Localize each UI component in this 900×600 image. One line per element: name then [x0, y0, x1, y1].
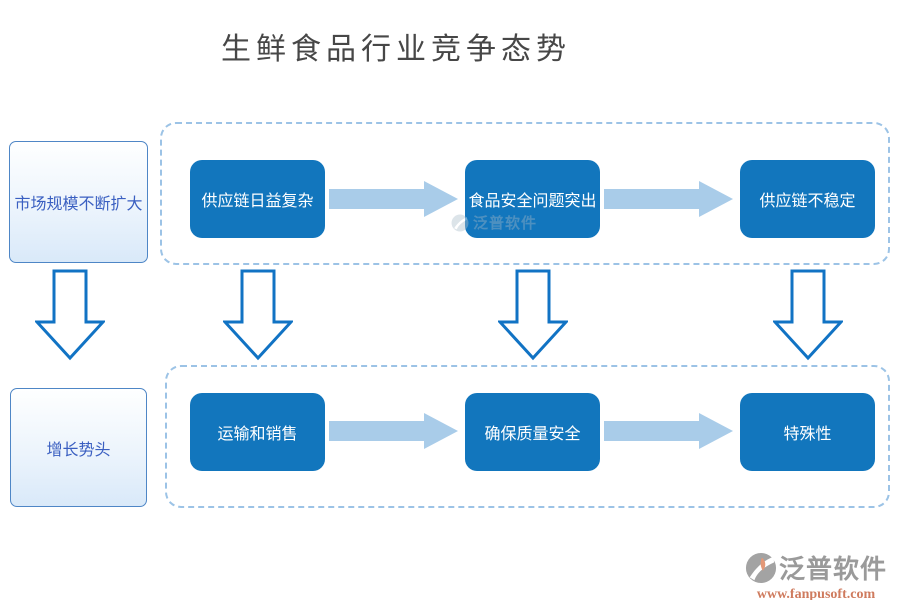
- step-box-supply-chain-complex: 供应链日益复杂: [190, 160, 325, 238]
- flow-right-arrow-icon: [329, 413, 458, 449]
- step-box-specialness: 特殊性: [740, 393, 875, 471]
- brand-url: www.fanpusoft.com: [756, 587, 876, 600]
- down-arrow-icon: [223, 269, 293, 361]
- step-box-transport-sales: 运输和销售: [190, 393, 325, 471]
- brand-name: 泛普软件: [778, 555, 887, 584]
- side-box-label: 市场规模不断扩大: [14, 196, 143, 213]
- down-arrow-icon: [773, 269, 843, 361]
- step-box-label: 确保质量安全: [484, 426, 581, 443]
- flow-right-arrow-icon: [604, 413, 733, 449]
- side-box-label: 增长势头: [46, 441, 111, 459]
- flow-right-arrow-icon: [604, 181, 733, 217]
- step-box-label: 供应链日益复杂: [201, 193, 314, 210]
- down-arrow-icon: [35, 269, 105, 361]
- step-box-ensure-quality-safety: 确保质量安全: [465, 393, 600, 471]
- flow-right-arrow-icon: [329, 181, 458, 217]
- side-box-market-expansion: 市场规模不断扩大: [9, 141, 148, 263]
- step-box-label: 供应链不稳定: [759, 193, 856, 210]
- row1-group-container: [160, 122, 890, 265]
- step-box-food-safety-issues: 食品安全问题突出: [465, 160, 600, 238]
- fanpu-logo-icon: [745, 552, 777, 583]
- step-box-label: 食品安全问题突出: [468, 193, 597, 210]
- step-box-label: 特殊性: [783, 426, 832, 443]
- side-box-growth-momentum: 增长势头: [10, 388, 147, 507]
- diagram-title: 生鲜食品行业竞争态势: [221, 33, 571, 66]
- footer-brand-block: 泛普软件 www.fanpusoft.com: [738, 549, 894, 600]
- step-box-supply-chain-unstable: 供应链不稳定: [740, 160, 875, 238]
- step-box-label: 运输和销售: [217, 426, 298, 443]
- row2-group-container: [165, 365, 890, 508]
- down-arrow-icon: [498, 269, 568, 361]
